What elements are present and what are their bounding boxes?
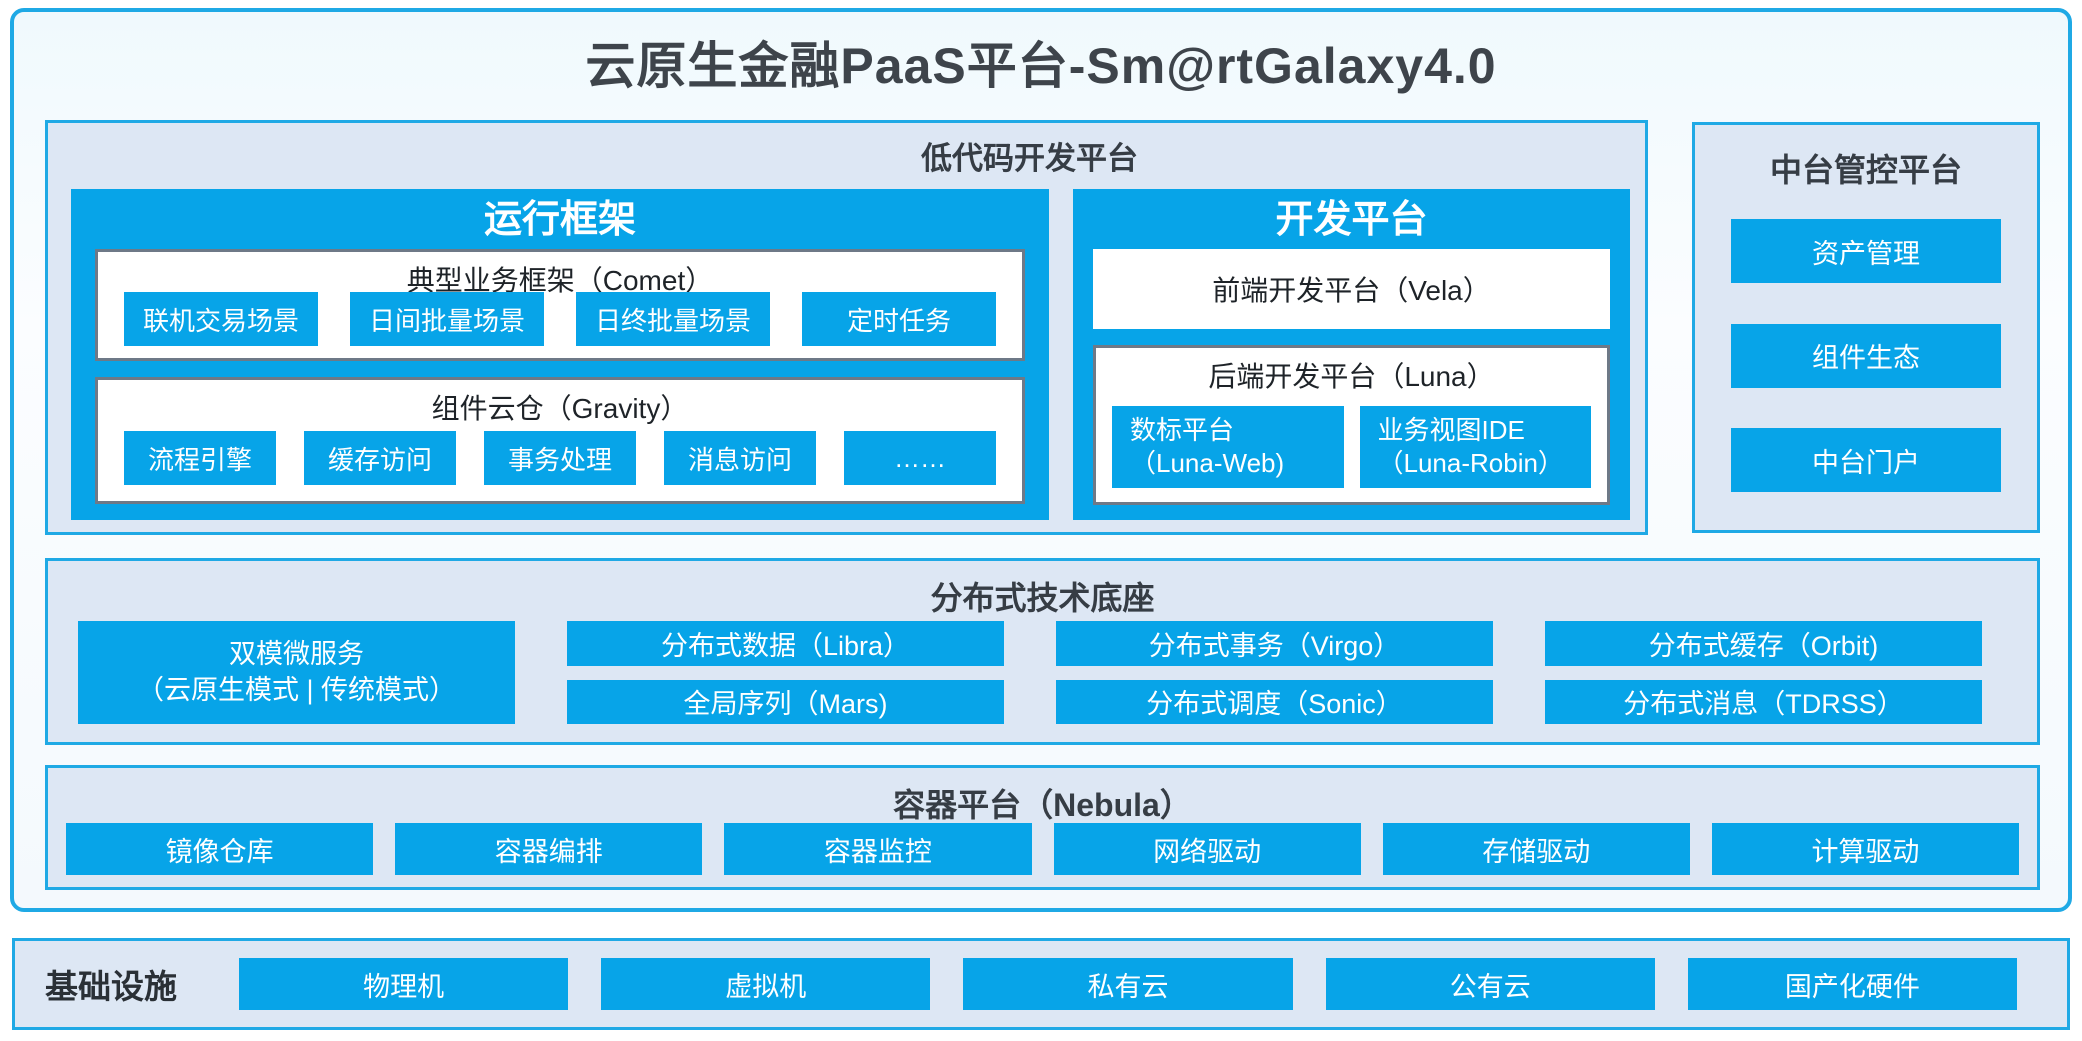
comet-item-scheduled-task: 定时任务 bbox=[802, 292, 996, 346]
gravity-item-transaction: 事务处理 bbox=[484, 431, 636, 485]
management-item-asset: 资产管理 bbox=[1731, 219, 2001, 283]
container-item-orchestration: 容器编排 bbox=[395, 823, 703, 875]
distributed-col-2: 分布式事务（Virgo） 分布式调度（Sonic） bbox=[1056, 621, 1493, 724]
luna-item-line1: 业务视图IDE bbox=[1377, 414, 1525, 445]
container-item-compute-driver: 计算驱动 bbox=[1711, 823, 2020, 875]
gravity-warehouse-box: 组件云仓（Gravity） 流程引擎 缓存访问 事务处理 消息访问 …… bbox=[95, 377, 1025, 504]
management-platform-title: 中台管控平台 bbox=[1769, 152, 1962, 188]
gravity-item-more: …… bbox=[844, 431, 996, 485]
luna-item-data-platform: 数标平台 （Luna-Web) bbox=[1112, 406, 1344, 488]
container-item-network-driver: 网络驱动 bbox=[1053, 823, 1361, 875]
infra-item-domestic-hardware: 国产化硬件 bbox=[1687, 958, 2018, 1010]
page-title: 云原生金融PaaS平台-Sm@rtGalaxy4.0 bbox=[585, 38, 1497, 94]
infra-item-physical-machine: 物理机 bbox=[239, 958, 569, 1010]
lowcode-platform-container: 低代码开发平台 运行框架 典型业务框架（Comet） 联机交易场景 日间批量场景… bbox=[45, 120, 1648, 535]
management-item-component-ecosystem: 组件生态 bbox=[1731, 323, 2001, 388]
dual-mode-microservice-block: 双模微服务 （云原生模式 | 传统模式） bbox=[78, 621, 515, 724]
comet-item-online-trading: 联机交易场景 bbox=[124, 292, 318, 346]
infrastructure-items-row: 物理机 虚拟机 私有云 公有云 国产化硬件 bbox=[239, 958, 2018, 1010]
distributed-col-1: 分布式数据（Libra） 全局序列（Mars) bbox=[567, 621, 1004, 724]
comet-item-eod-batch: 日终批量场景 bbox=[576, 292, 770, 346]
luna-box-title: 后端开发平台（Luna） bbox=[1208, 361, 1495, 392]
vela-frontend-box: 前端开发平台（Vela） bbox=[1093, 249, 1610, 329]
comet-framework-box: 典型业务框架（Comet） 联机交易场景 日间批量场景 日终批量场景 定时任务 bbox=[95, 249, 1025, 361]
luna-items-row: 数标平台 （Luna-Web) 业务视图IDE （Luna-Robin） bbox=[1112, 406, 1591, 488]
distributed-item-data-libra: 分布式数据（Libra） bbox=[567, 621, 1004, 666]
luna-item-line2: （Luna-Robin） bbox=[1377, 448, 1564, 478]
luna-item-line2: （Luna-Web) bbox=[1130, 448, 1285, 478]
container-platform-items-row: 镜像仓库 容器编排 容器监控 网络驱动 存储驱动 计算驱动 bbox=[66, 823, 2020, 875]
gravity-item-message-access: 消息访问 bbox=[664, 431, 816, 485]
dev-platform-panel: 开发平台 前端开发平台（Vela） 后端开发平台（Luna） 数标平台 （Lun… bbox=[1073, 189, 1630, 520]
runtime-framework-panel: 运行框架 典型业务框架（Comet） 联机交易场景 日间批量场景 日终批量场景 … bbox=[71, 189, 1049, 520]
infra-item-virtual-machine: 虚拟机 bbox=[601, 958, 931, 1010]
luna-item-line1: 数标平台 bbox=[1130, 414, 1235, 445]
distributed-col-3: 分布式缓存（Orbit) 分布式消息（TDRSS） bbox=[1545, 621, 1982, 724]
distributed-item-cache-orbit: 分布式缓存（Orbit) bbox=[1545, 621, 1982, 666]
runtime-framework-title: 运行框架 bbox=[483, 199, 636, 241]
management-item-portal: 中台门户 bbox=[1731, 428, 2001, 492]
distributed-base-title: 分布式技术底座 bbox=[930, 580, 1155, 616]
container-platform-container: 容器平台（Nebula） 镜像仓库 容器编排 容器监控 网络驱动 存储驱动 计算… bbox=[45, 765, 2040, 890]
comet-box-title: 典型业务框架（Comet） bbox=[406, 265, 714, 296]
infra-item-public-cloud: 公有云 bbox=[1325, 958, 1655, 1010]
infra-item-private-cloud: 私有云 bbox=[963, 958, 1293, 1010]
gravity-box-title: 组件云仓（Gravity） bbox=[431, 393, 689, 424]
management-platform-container: 中台管控平台 资产管理 组件生态 中台门户 bbox=[1692, 122, 2040, 533]
distributed-grid: 双模微服务 （云原生模式 | 传统模式） 分布式数据（Libra） 全局序列（M… bbox=[78, 621, 1982, 724]
distributed-item-scheduler-sonic: 分布式调度（Sonic） bbox=[1056, 679, 1493, 724]
gravity-items-row: 流程引擎 缓存访问 事务处理 消息访问 …… bbox=[124, 431, 996, 485]
container-item-storage-driver: 存储驱动 bbox=[1382, 823, 1690, 875]
distributed-base-container: 分布式技术底座 双模微服务 （云原生模式 | 传统模式） 分布式数据（Libra… bbox=[45, 558, 2040, 745]
luna-backend-box: 后端开发平台（Luna） 数标平台 （Luna-Web) 业务视图IDE （Lu… bbox=[1093, 345, 1610, 505]
dev-platform-title: 开发平台 bbox=[1275, 199, 1428, 241]
lowcode-platform-title: 低代码开发平台 bbox=[921, 141, 1138, 176]
comet-items-row: 联机交易场景 日间批量场景 日终批量场景 定时任务 bbox=[124, 292, 996, 346]
dual-mode-line2: （云原生模式 | 传统模式） bbox=[136, 674, 457, 705]
distributed-col-dual-mode: 双模微服务 （云原生模式 | 传统模式） bbox=[78, 621, 515, 724]
dual-mode-line1: 双模微服务 bbox=[229, 638, 364, 669]
luna-item-business-view-ide: 业务视图IDE （Luna-Robin） bbox=[1359, 406, 1591, 488]
container-platform-title: 容器平台（Nebula） bbox=[893, 787, 1192, 823]
gravity-item-cache-access: 缓存访问 bbox=[304, 431, 456, 485]
container-item-image-registry: 镜像仓库 bbox=[66, 823, 374, 875]
management-items-column: 资产管理 组件生态 中台门户 bbox=[1731, 219, 2001, 492]
infrastructure-label: 基础设施 bbox=[45, 968, 177, 1005]
distributed-item-sequence-mars: 全局序列（Mars) bbox=[567, 679, 1004, 724]
distributed-item-transaction-virgo: 分布式事务（Virgo） bbox=[1056, 621, 1493, 666]
infrastructure-container: 基础设施 物理机 虚拟机 私有云 公有云 国产化硬件 bbox=[12, 938, 2070, 1030]
gravity-item-process-engine: 流程引擎 bbox=[124, 431, 276, 485]
comet-item-daytime-batch: 日间批量场景 bbox=[350, 292, 544, 346]
distributed-item-message-tdrss: 分布式消息（TDRSS） bbox=[1545, 679, 1982, 724]
container-item-monitoring: 容器监控 bbox=[724, 823, 1032, 875]
